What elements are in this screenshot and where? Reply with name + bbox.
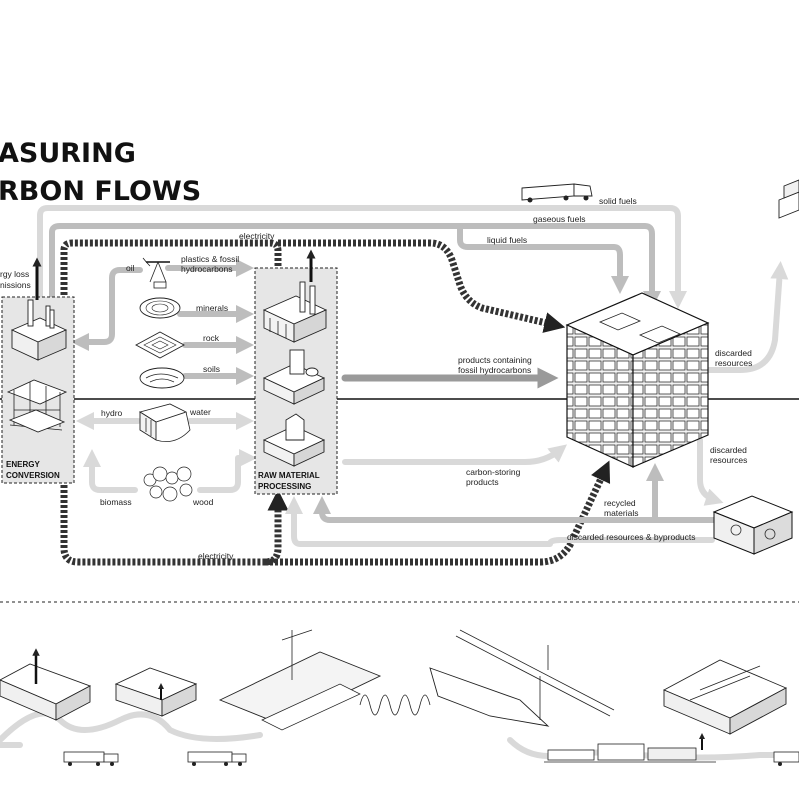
products-label-1: products containing <box>458 355 532 365</box>
flow-electricity-top <box>60 239 289 300</box>
bottom-port-icon <box>218 629 382 731</box>
products-label-2: fossil hydrocarbons <box>458 365 531 375</box>
flow-discarded-right <box>697 261 789 373</box>
flow-gaseous-fuels <box>49 223 661 309</box>
bottom-ship-icon <box>429 629 615 727</box>
title-line-2: RBON FLOWS <box>0 176 201 207</box>
recycled-label-2: materials <box>604 508 638 518</box>
discarded-byproducts-label: discarded resources & byproducts <box>567 532 696 542</box>
solid-fuels-label: solid fuels <box>599 196 637 206</box>
scaffold-frame-icon <box>6 379 68 433</box>
plastics-label-1: plastics & fossil <box>181 254 239 264</box>
mineral-pit-icon <box>139 297 181 319</box>
discarded-mid-label-1: discarded <box>710 445 747 455</box>
plastics-label-2: hydrocarbons <box>181 264 233 274</box>
bottom-factory-icon <box>662 659 788 735</box>
rock-label: rock <box>203 333 220 343</box>
raw-box-label-1: RAW MATERIAL <box>258 471 320 480</box>
electricity-top-label: electricity <box>239 231 275 241</box>
carbon-storing-label-1: carbon-storing <box>466 467 521 477</box>
power-plant-icon <box>10 299 68 361</box>
liquid-fuels-label: liquid fuels <box>487 235 527 245</box>
recycling-facility-icon <box>712 495 794 555</box>
factory-icon <box>262 281 328 343</box>
recycled-label-1: recycled <box>604 498 636 508</box>
truck-icon <box>521 183 593 203</box>
minerals-label: minerals <box>196 303 228 313</box>
discarded-mid-label-2: resources <box>710 455 747 465</box>
flow-oil <box>71 267 143 351</box>
soil-pit-icon <box>139 367 185 389</box>
title-line-1: ASURING <box>0 138 136 169</box>
flow-recycled <box>313 496 723 523</box>
flow-carbon-storing <box>342 444 568 465</box>
oil-label: oil <box>126 263 135 273</box>
flow-liquid-fuels <box>457 223 629 294</box>
flow-discarded-byproducts <box>285 496 715 547</box>
flow-wood <box>197 449 257 493</box>
carbon-storing-label-2: products <box>466 477 499 487</box>
soils-label: soils <box>203 364 220 374</box>
shipping-wave <box>359 694 431 716</box>
bottom-train-icon <box>544 733 716 763</box>
flow-biomass <box>83 449 138 493</box>
corner-building-icon <box>778 179 799 219</box>
forest-icon <box>143 466 193 502</box>
building-icon <box>565 292 710 468</box>
water-label: water <box>189 407 211 417</box>
electricity-bottom-label: electricity <box>198 551 234 561</box>
power-plant-icon <box>0 648 92 721</box>
wood-label: wood <box>192 497 214 507</box>
hydro-label: hydro <box>101 408 123 418</box>
processing-plant-icon <box>262 349 326 405</box>
raw-box-label-2: PROCESSING <box>258 482 311 491</box>
bottom-truck-icon-2 <box>187 751 247 766</box>
energy-loss-label: rgy loss <box>0 269 29 279</box>
flow-electricity-return <box>265 460 611 566</box>
flow-discarded-mid <box>697 437 724 506</box>
bottom-warehouse-icon <box>114 667 198 717</box>
discarded-top-label-1: discarded <box>715 348 752 358</box>
emissions-label: nissions <box>0 280 31 290</box>
energy-box-label-2: CONVERSION <box>6 471 60 480</box>
hydro-dam-icon <box>138 403 191 443</box>
mining-tower-icon <box>262 413 326 467</box>
biomass-label: biomass <box>100 497 132 507</box>
energy-box-label-1: ENERGY <box>6 460 40 469</box>
discarded-top-label-2: resources <box>715 358 752 368</box>
oil-pump-icon <box>142 257 170 289</box>
bottom-truck-icon-1 <box>63 751 119 766</box>
flow-solid-fuels <box>37 205 687 309</box>
bottom-truck-icon-3 <box>773 751 799 766</box>
rock-quarry-icon <box>135 331 185 359</box>
gaseous-fuels-label: gaseous fuels <box>533 214 585 224</box>
